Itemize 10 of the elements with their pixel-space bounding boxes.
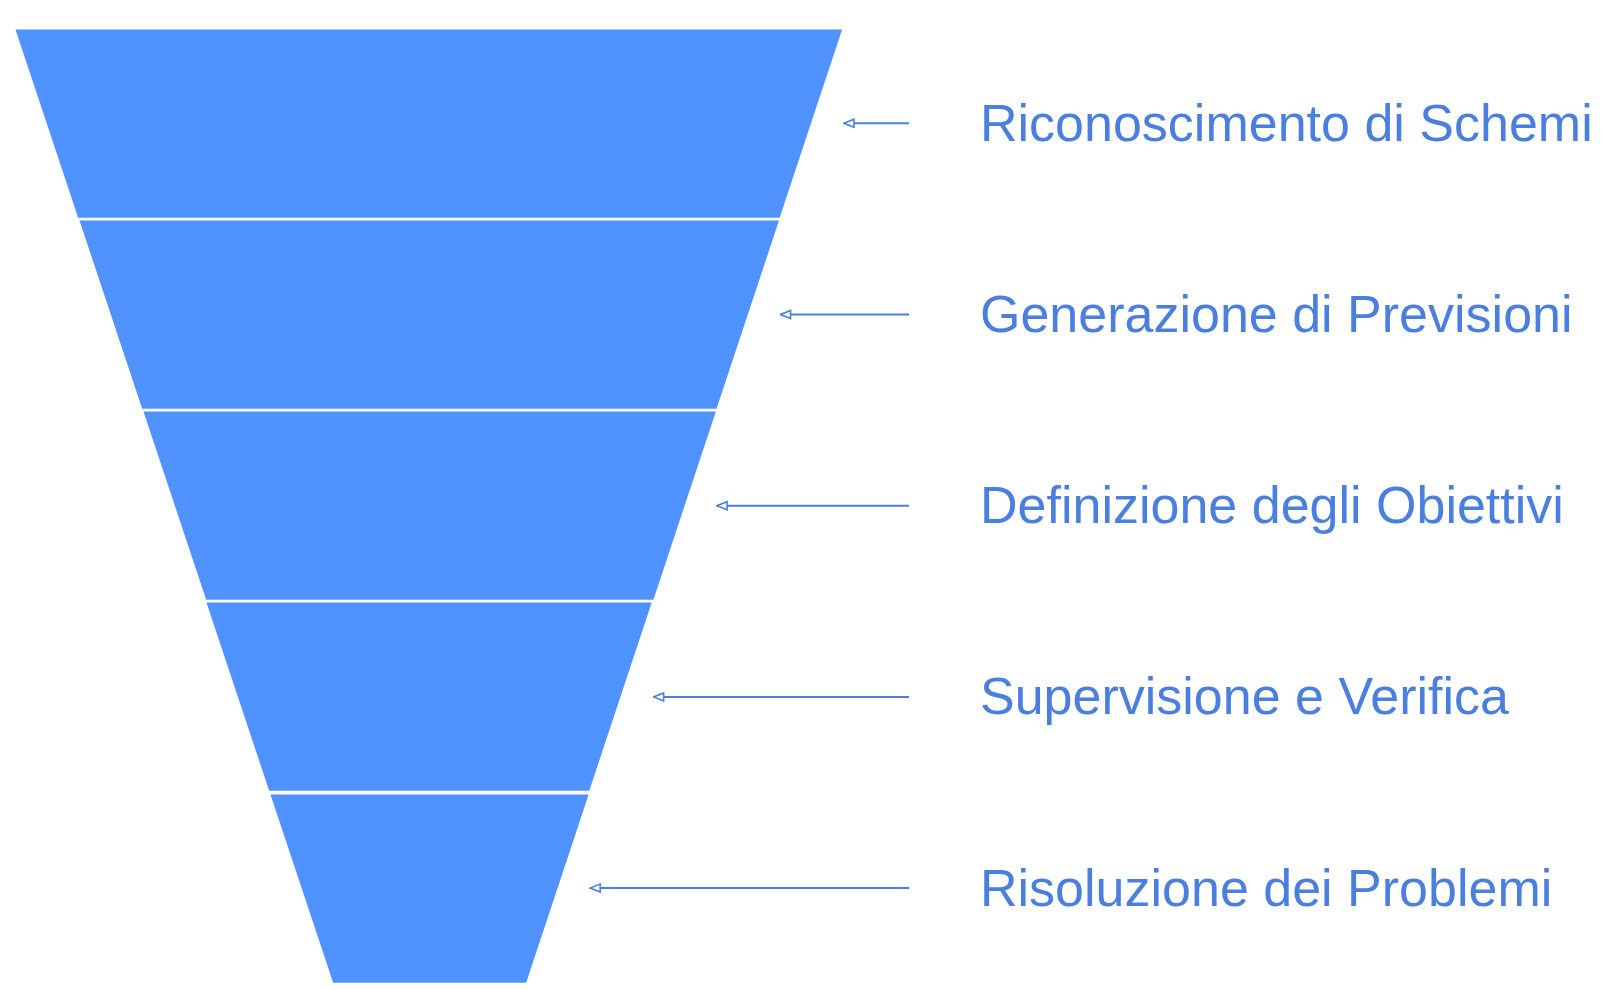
stage-label: Risoluzione dei Problemi bbox=[980, 857, 1553, 919]
stage-label: Generazione di Previsioni bbox=[980, 284, 1573, 345]
arrow bbox=[779, 309, 910, 320]
arrow bbox=[843, 118, 910, 129]
stage-label: Supervisione e Verifica bbox=[980, 666, 1509, 728]
arrow bbox=[652, 692, 910, 702]
stage-label: Riconoscimento di Schemi bbox=[980, 92, 1593, 154]
arrow bbox=[716, 500, 910, 511]
stage-label: Definizione degli Obiettivi bbox=[980, 475, 1564, 537]
arrow bbox=[589, 883, 910, 893]
